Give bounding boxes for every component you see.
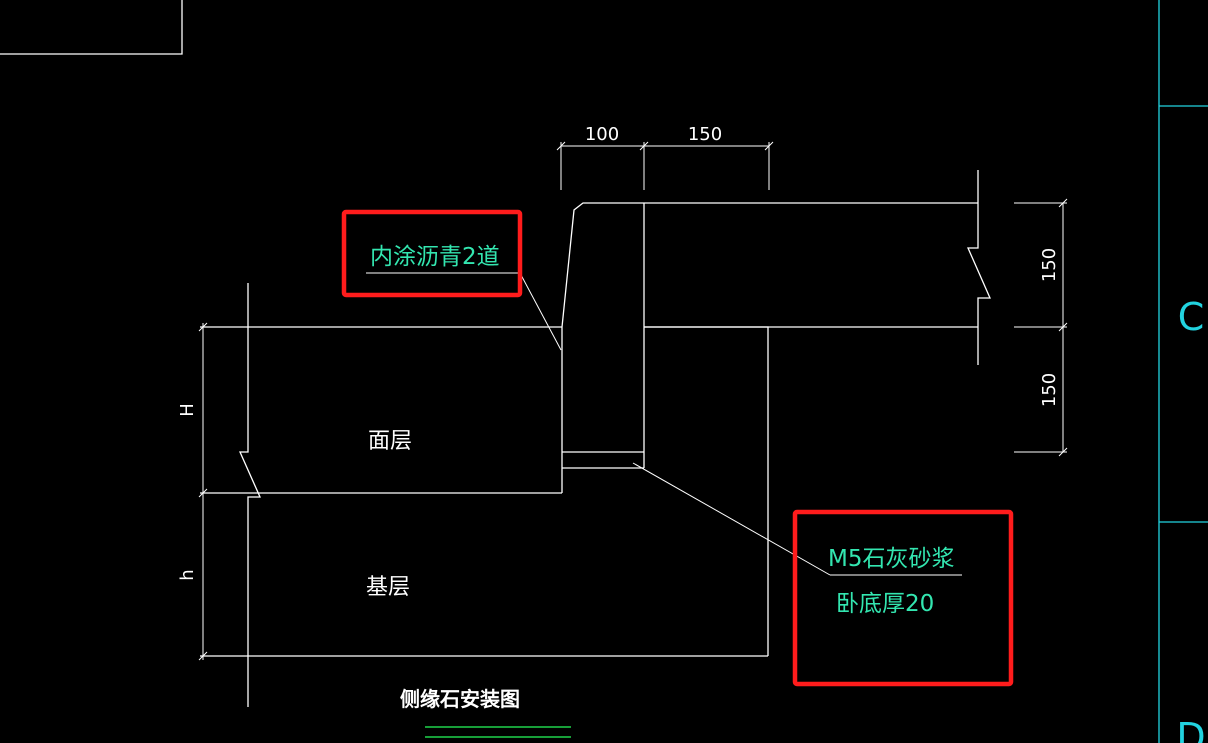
highlight-box-mortar [792, 509, 1014, 687]
layer-label-surface: 面层 [368, 429, 412, 454]
grid-border [1158, 0, 1208, 743]
dim-text-H: H [177, 403, 198, 417]
dim-text-150-upper: 150 [1039, 248, 1060, 282]
dim-text-100: 100 [585, 124, 619, 145]
structure-lines [200, 170, 991, 707]
grid-label-c: C [1178, 295, 1205, 339]
title-block-frame [0, 0, 183, 55]
dim-text-150-top: 150 [688, 124, 722, 145]
annotation-mortar-line2: 卧底厚20 [836, 591, 934, 617]
dim-text-h: h [177, 569, 198, 580]
annotation-asphalt: 内涂沥青2道 [370, 244, 500, 270]
annotation-mortar-line1: M5石灰砂浆 [828, 546, 954, 572]
dim-text-150-lower: 150 [1039, 373, 1060, 407]
drawing-title: 侧缘石安装图 [400, 687, 520, 711]
grid-label-d: D [1176, 715, 1205, 743]
dimension-lines [198, 141, 1068, 661]
highlight-box-asphalt [341, 209, 523, 298]
layer-label-base: 基层 [366, 575, 410, 600]
